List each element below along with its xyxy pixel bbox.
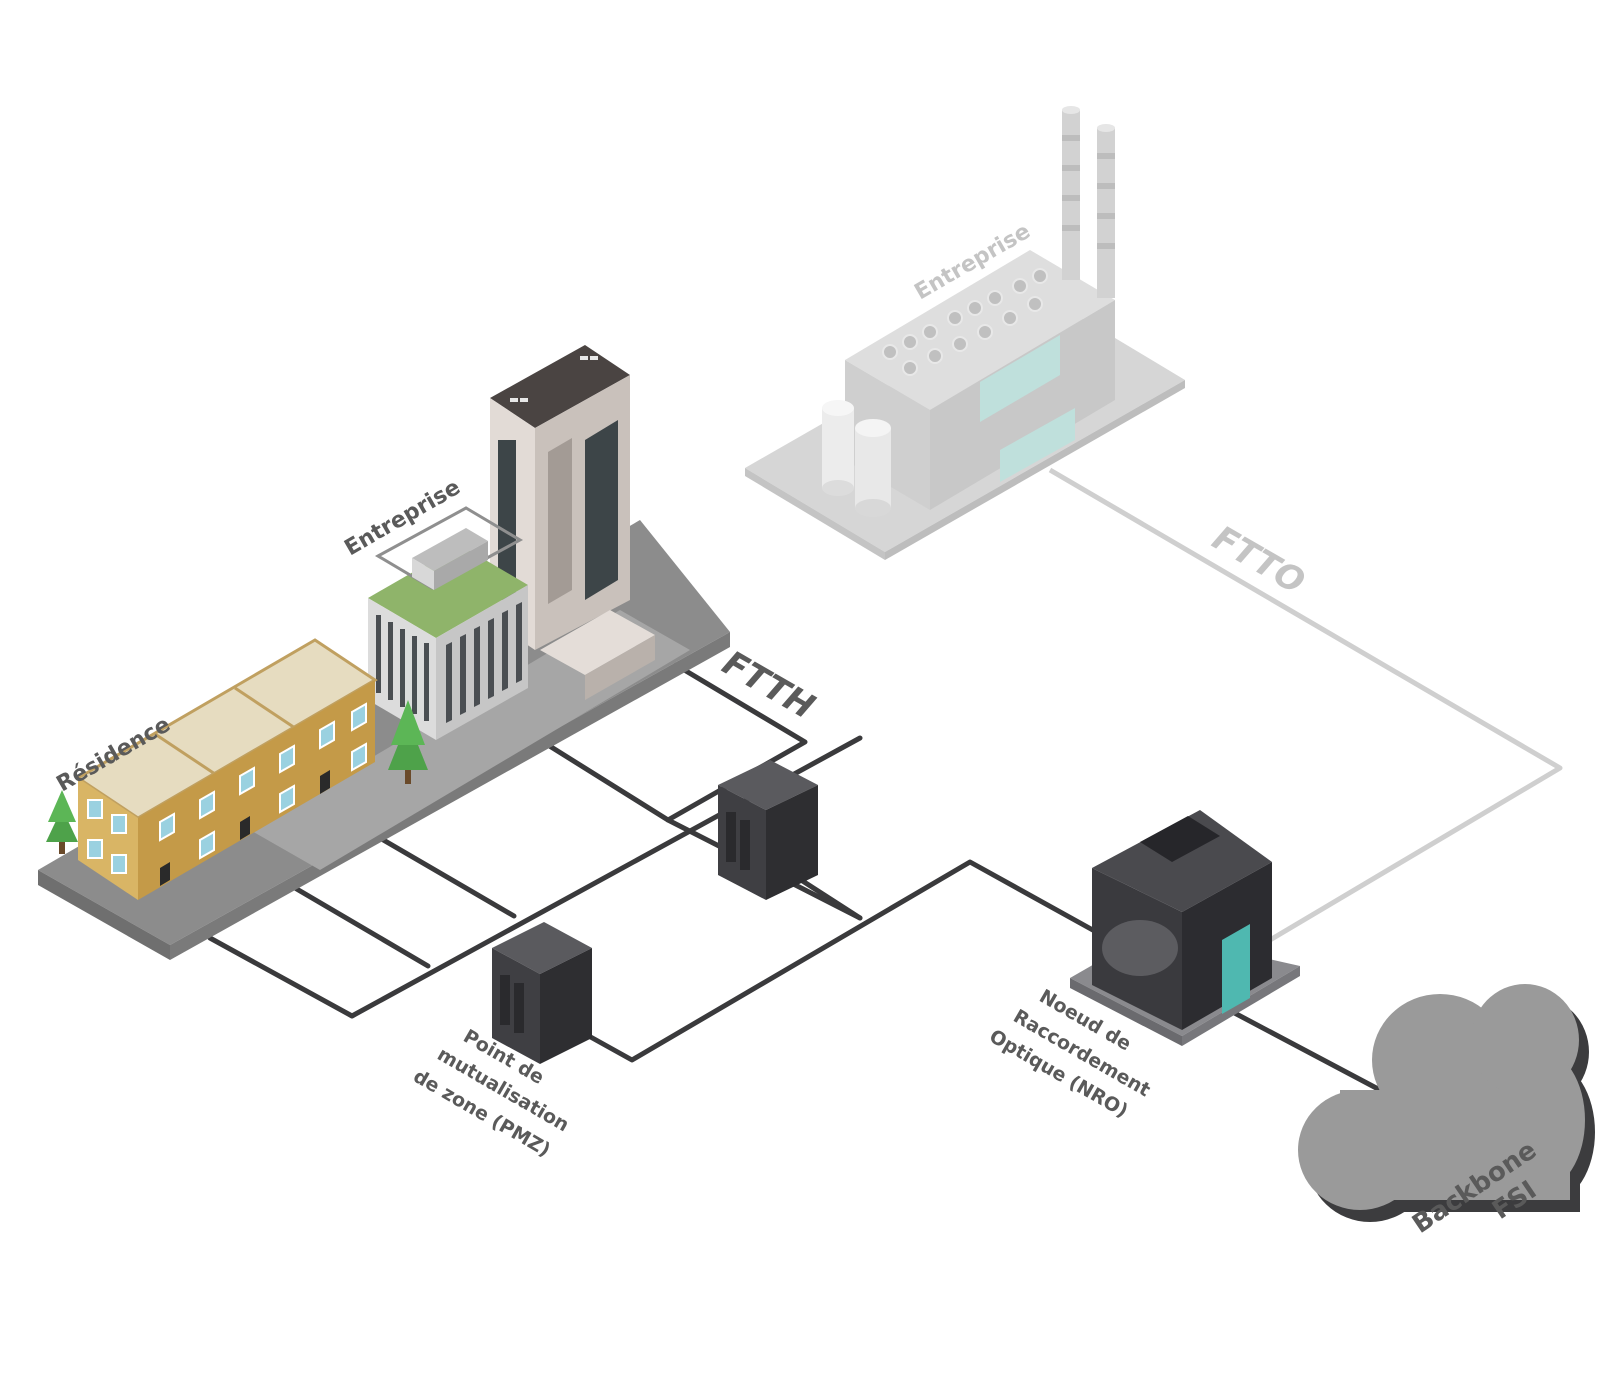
office-building bbox=[368, 506, 528, 740]
pmz-cabinet-upper bbox=[718, 760, 818, 900]
nro-teal-panel bbox=[1222, 924, 1250, 1014]
pmz-cabinet-lower bbox=[492, 922, 592, 1064]
factory-enterprise bbox=[745, 106, 1185, 560]
office-tower bbox=[490, 345, 655, 700]
residence-building bbox=[75, 638, 378, 900]
trees bbox=[46, 700, 428, 854]
label-ftth: FTTH bbox=[716, 643, 822, 727]
ftth-fiber-network bbox=[207, 662, 1383, 1093]
backbone-cloud bbox=[1298, 984, 1595, 1222]
ftto-fiber-line bbox=[1048, 467, 1563, 943]
nro-node bbox=[1070, 810, 1300, 1046]
